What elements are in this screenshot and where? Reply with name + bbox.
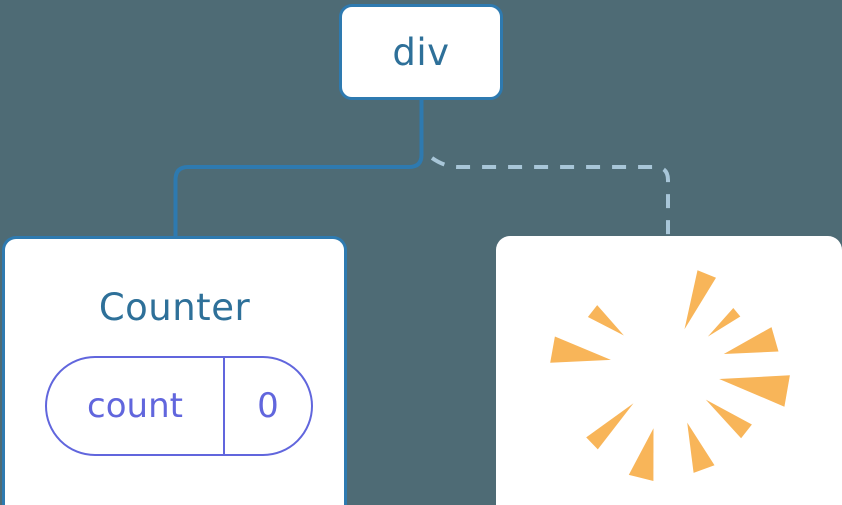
burst-ray-4 — [719, 375, 790, 407]
burst-ray-8 — [586, 403, 634, 450]
burst-ray-9 — [550, 336, 611, 363]
burst-ray-6 — [687, 422, 715, 473]
state-pill[interactable]: count 0 — [45, 356, 313, 456]
burst-ray-3 — [723, 327, 779, 354]
node-counter[interactable]: Counter count 0 — [2, 236, 347, 505]
state-pill-divider — [223, 358, 225, 454]
burst-ray-7 — [628, 428, 654, 481]
node-burst[interactable] — [496, 236, 842, 505]
burst-ray-10 — [587, 305, 624, 336]
state-pill-key: count — [87, 386, 183, 426]
node-div[interactable]: div — [339, 4, 503, 100]
node-counter-label: Counter — [98, 286, 251, 329]
burst-ray-5 — [705, 399, 752, 439]
burst-ray-2 — [707, 308, 741, 337]
node-div-label: div — [392, 30, 450, 74]
sparkle-burst-icon — [550, 270, 790, 481]
state-pill-value: 0 — [257, 386, 279, 426]
connector-div-to-burst — [430, 156, 670, 238]
connector-div-to-counter — [173, 98, 424, 240]
burst-ray-1 — [684, 270, 716, 330]
